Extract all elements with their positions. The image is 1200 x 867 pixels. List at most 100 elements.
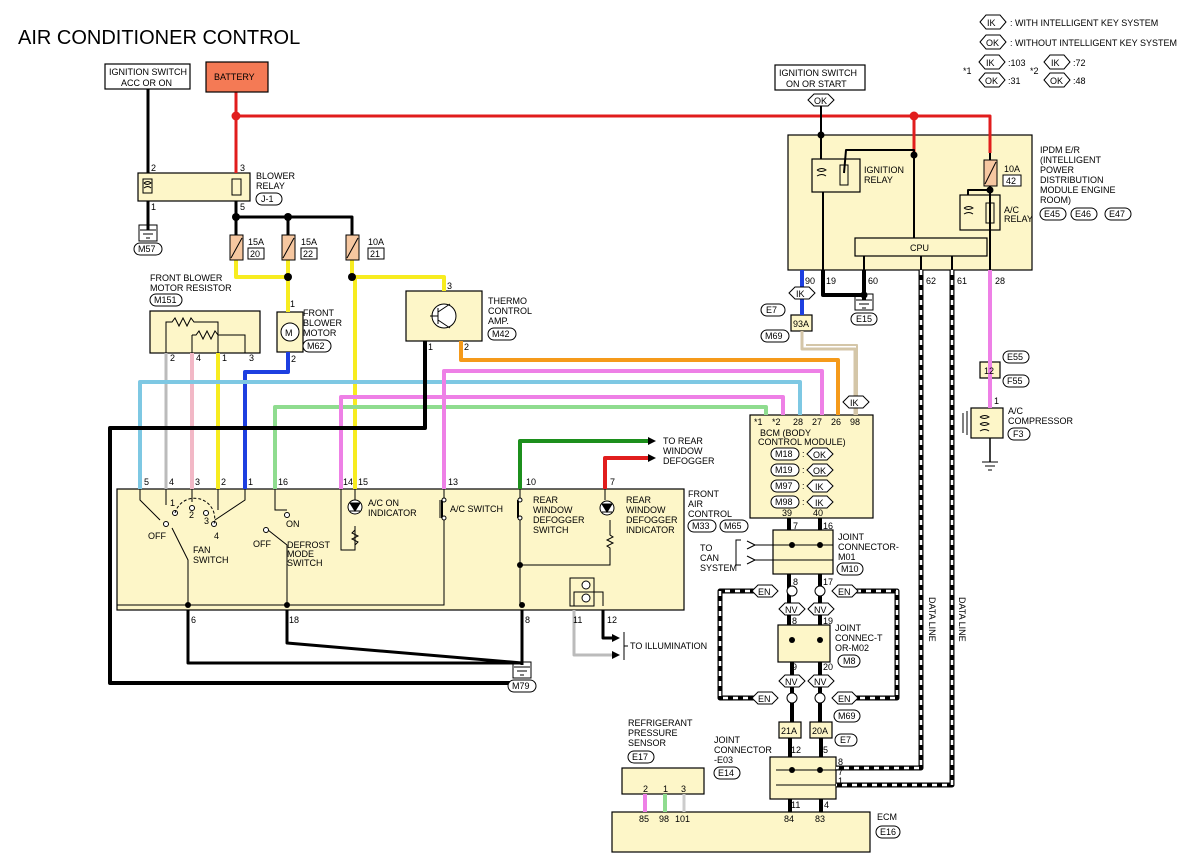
rwd-switch-label-4: SWITCH <box>533 525 569 535</box>
wire-rwd-indicator <box>603 456 648 489</box>
rwd-switch-label-1: REAR <box>533 495 559 505</box>
fuse-21: 10A 21 <box>345 234 385 261</box>
to-can-label-1: TO <box>700 543 712 553</box>
ecm-body <box>611 811 871 853</box>
ac-on-label-1: A/C ON <box>368 498 399 508</box>
pin-label: 85 <box>639 814 649 824</box>
fuse-20-number-box <box>247 247 265 260</box>
connector-tag-e15 <box>850 312 878 326</box>
fan-switch-label-2: SWITCH <box>193 555 229 565</box>
legend-note1-ok-value: :31 <box>1008 76 1021 86</box>
connector-tag-m57 <box>133 242 163 256</box>
fuse-22-number-box <box>300 247 318 260</box>
pin-label: 1 <box>663 784 668 794</box>
connector-id-e46: E46 <box>1075 209 1091 219</box>
pin-label: 4 <box>824 800 829 810</box>
connector-tag-m10 <box>836 562 864 576</box>
data-line-label-1: DATA LINE <box>927 597 937 642</box>
pin-label: 16 <box>823 521 833 531</box>
pin-label: 28 <box>793 417 803 427</box>
relay-coil-symbol <box>143 181 152 189</box>
connector-id-f3: F3 <box>1013 429 1024 439</box>
pin-label: 18 <box>289 615 299 625</box>
pin-label: 26 <box>831 417 841 427</box>
legend-note2-ok-value: :48 <box>1073 76 1086 86</box>
pin-label: 14 <box>343 477 353 487</box>
connector-tag-m97 <box>770 479 800 493</box>
pin-label: 8 <box>792 616 797 626</box>
motor-label-1: FRONT <box>303 308 334 318</box>
compressor-label-2: COMPRESSOR <box>1008 416 1074 426</box>
junction-dot <box>232 213 240 221</box>
connector-tag-e16 <box>875 825 901 839</box>
wire-thermo-ground <box>108 341 522 685</box>
connector-id-e7b: E7 <box>840 735 851 745</box>
to-can-label-3: SYSTEM <box>700 563 737 573</box>
connector-id-e14: E14 <box>718 768 734 778</box>
rps-label-2: PRESSURE <box>628 728 678 738</box>
junction-dot <box>284 273 292 281</box>
pin-label: 7 <box>793 521 798 531</box>
pin-label: 8 <box>793 577 798 587</box>
illumination-bulbs <box>569 577 604 607</box>
pin-label: 20 <box>823 662 833 672</box>
nv-tag: NV <box>814 605 827 615</box>
wire-fac18-ground <box>285 610 523 665</box>
connector-tag-m19 <box>770 463 800 477</box>
pin-label: 1 <box>248 477 253 487</box>
connector-tag-m151 <box>149 293 183 307</box>
connector-id-m8: M8 <box>843 656 856 666</box>
connector-tag-e46 <box>1070 207 1098 221</box>
pin-label: 40 <box>813 508 823 518</box>
connector-id-m79: M79 <box>512 681 530 691</box>
ign-relay-label-2: RELAY <box>864 175 893 185</box>
to-can-label-2: CAN <box>700 553 719 563</box>
wire-acind-bcm <box>339 395 785 489</box>
defrost-label-3: SWITCH <box>287 558 323 568</box>
wire-ipdm-int-a <box>843 149 915 238</box>
bcm-ik-tag: IK <box>850 398 859 408</box>
ac-relay-label-2: RELAY <box>1004 214 1033 224</box>
pin-label: 12 <box>791 745 801 755</box>
badge-m97-tag: IK <box>815 482 824 492</box>
connector-id-m65: M65 <box>724 521 742 531</box>
jc-m01-label-2: CONNECTOR- <box>838 542 899 552</box>
arrow-to-illumination <box>612 634 620 659</box>
resistor-label-1: FRONT BLOWER <box>150 273 223 283</box>
blower-relay-body <box>137 172 251 202</box>
jc-m02-label-1: JOINT <box>835 623 862 633</box>
connector-id-e7: E7 <box>766 305 777 315</box>
pin-label: 11 <box>791 800 800 810</box>
pin-label: 1 <box>838 776 843 786</box>
ipdm-label-5: MODULE ENGINE <box>1040 185 1116 195</box>
cpu-label: CPU <box>910 243 929 253</box>
wire-bcm98-ik <box>800 331 857 415</box>
connector-tag-e17 <box>627 750 655 764</box>
connector-tag-j1 <box>255 192 283 206</box>
defrost-off-label: OFF <box>253 539 271 549</box>
rps-label-1: REFRIGERANT <box>628 718 693 728</box>
pin-label: 3 <box>681 784 686 794</box>
fuse-20-number: 20 <box>250 249 260 259</box>
pin-label: 10 <box>526 477 536 487</box>
connector-tag-m42 <box>487 327 517 341</box>
pin-label: 2 <box>151 163 156 173</box>
pin-label: 27 <box>812 417 822 427</box>
motor-label-3: MOTOR <box>303 328 337 338</box>
junction-dot <box>909 111 919 121</box>
pin-label: 1 <box>994 396 999 406</box>
connector-21a-label: 21A <box>781 726 797 736</box>
pin-label: 5 <box>144 477 149 487</box>
connector-id-m62: M62 <box>307 341 325 351</box>
ign-acc-line2: ACC OR ON <box>121 78 172 88</box>
wire-fuse1-out <box>234 260 288 279</box>
defrost-on-label: ON <box>286 519 300 529</box>
pin-label: 98 <box>850 417 860 427</box>
connector-id-f55: F55 <box>1007 376 1023 386</box>
wire-defrost-bcm <box>273 405 768 489</box>
pin-label: 19 <box>823 616 833 626</box>
legend-note1-ik-value: :103 <box>1008 58 1026 68</box>
legend-ik-text: : WITH INTELLIGENT KEY SYSTEM <box>1010 18 1158 28</box>
pin-label: 16 <box>278 477 288 487</box>
